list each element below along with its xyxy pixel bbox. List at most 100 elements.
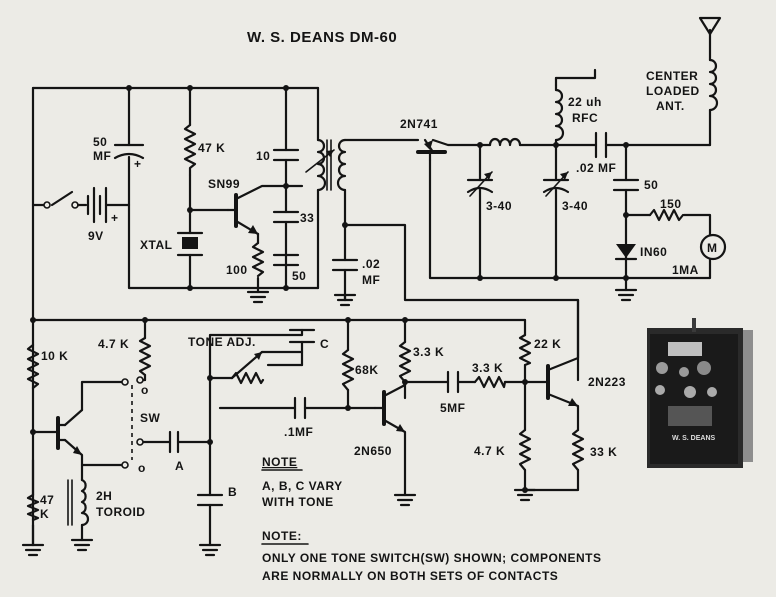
note2-line2: ARE NORMALLY ON BOTH SETS OF CONTACTS [262,569,558,583]
label-47k-b-1: 47 [40,493,54,507]
trimmer-2-symbol [542,171,570,197]
ground-left [21,543,45,557]
label-choke-2: TOROID [96,505,145,519]
label-1mf: .1MF [284,425,313,439]
note2-heading: NOTE: [262,529,302,543]
cap-1mf-symbol [293,396,307,420]
cap-b-symbol [196,493,224,557]
transistor-2n650-symbol [382,390,417,507]
label-47k: 47 K [198,141,225,155]
label-33: 33 [300,211,314,225]
xtal-symbol [176,231,204,257]
label-47k-b-2: K [40,507,49,521]
label-ant-2: LOADED [646,84,700,98]
cap-50b-symbol [612,178,640,192]
battery-symbol: + [31,186,131,225]
tone-adj-pot-symbol [230,352,265,385]
label-3-3k-a: 3.3 K [413,345,444,359]
res-4-7k-b-symbol [518,428,532,472]
device-photo: W. S. DEANS [647,318,753,468]
label-2n650: 2N650 [354,444,392,458]
cap-5mf-symbol [446,370,460,394]
label-68k: 68K [355,363,379,377]
res-47k-symbol [183,123,197,177]
osc-transistor-symbol [226,193,258,234]
ground-rf [614,288,638,302]
label-rfc-2: RFC [572,111,598,125]
label-50mf-1: 50 [93,135,107,149]
label-sn99: SN99 [208,177,240,191]
junction-dots [30,85,629,493]
label-10k: 10 K [41,349,68,363]
antenna-symbol [698,16,722,112]
note1-line2: WITH TONE [262,495,334,509]
res-100-symbol [251,241,265,278]
cap-10-symbol [272,148,300,162]
tank-coil-symbol [305,138,347,192]
label-3-3k-b: 3.3 K [472,361,503,375]
label-2n223: 2N223 [588,375,626,389]
res-3-3k-a-symbol [398,340,412,384]
label-rfc-1: 22 uh [568,95,602,109]
circuit-wires [31,28,712,547]
cap-50mf-plus: + [134,157,142,171]
label-2n741: 2N741 [400,117,438,131]
label-5mf: 5MF [440,401,466,415]
cap-50mf-symbol [113,143,145,160]
label-trim2: 3-40 [562,199,588,213]
label-xtal: XTAL [140,238,172,252]
res-150-symbol [648,208,685,222]
label-cap-b: B [228,485,237,499]
cap-33-symbol [272,210,300,224]
series-coil-symbol [488,137,522,147]
label-cap-a: A [175,459,184,473]
rfc-symbol [554,68,597,142]
label-9v: 9V [88,229,104,243]
label-02mf-a-2: MF [362,273,380,287]
label-4-7k-b: 4.7 K [474,444,505,458]
diagram-title: W. S. DEANS DM-60 [247,29,397,46]
ground-osc [246,290,270,304]
cap-c-symbol [288,328,316,344]
label-1ma: 1MA [672,263,699,277]
cap-50-symbol [272,253,300,267]
res-33k-symbol [571,428,585,472]
choke-symbol [67,478,94,552]
label-50mf-2: MF [93,149,111,163]
label-100: 100 [226,263,248,277]
cap-02mf-b-symbol [594,131,608,159]
label-in60: IN60 [640,245,667,259]
res-47k-b-symbol [26,493,40,522]
label-02mf-b: .02 MF [576,161,616,175]
label-10: 10 [256,149,270,163]
res-4-7k-a-symbol [138,336,152,377]
label-50: 50 [292,269,306,283]
label-choke-1: 2H [96,489,112,503]
tone-switch-symbol [121,376,144,469]
label-trim1: 3-40 [486,199,512,213]
label-02mf-a-1: .02 [362,257,380,271]
label-tone-adj: TONE ADJ. [188,335,256,349]
trimmer-1-symbol [466,171,494,197]
photo-brand: W. S. DEANS [672,435,716,442]
label-cap-c: C [320,337,329,351]
res-3-3k-b-symbol [473,375,507,389]
res-22k-symbol [518,333,532,367]
label-sw-o1: o [141,383,149,397]
label-22k: 22 K [534,337,561,351]
note1-heading: NOTE [262,455,297,469]
label-4-7k-a: 4.7 K [98,337,129,351]
note2-line1: ONLY ONE TONE SWITCH(SW) SHOWN; COMPONEN… [262,551,601,565]
label-50b: 50 [644,178,658,192]
meter-symbol [699,233,727,261]
label-150: 150 [660,197,682,211]
res-68k-symbol [341,348,355,392]
label-ant-1: CENTER [646,69,698,83]
tone-transistor-symbol [56,416,82,455]
amp-transistor-symbol [416,138,447,162]
cap-02mf-a-symbol [331,258,359,307]
svg-text:+: + [111,211,119,225]
res-10k-symbol [26,343,40,390]
